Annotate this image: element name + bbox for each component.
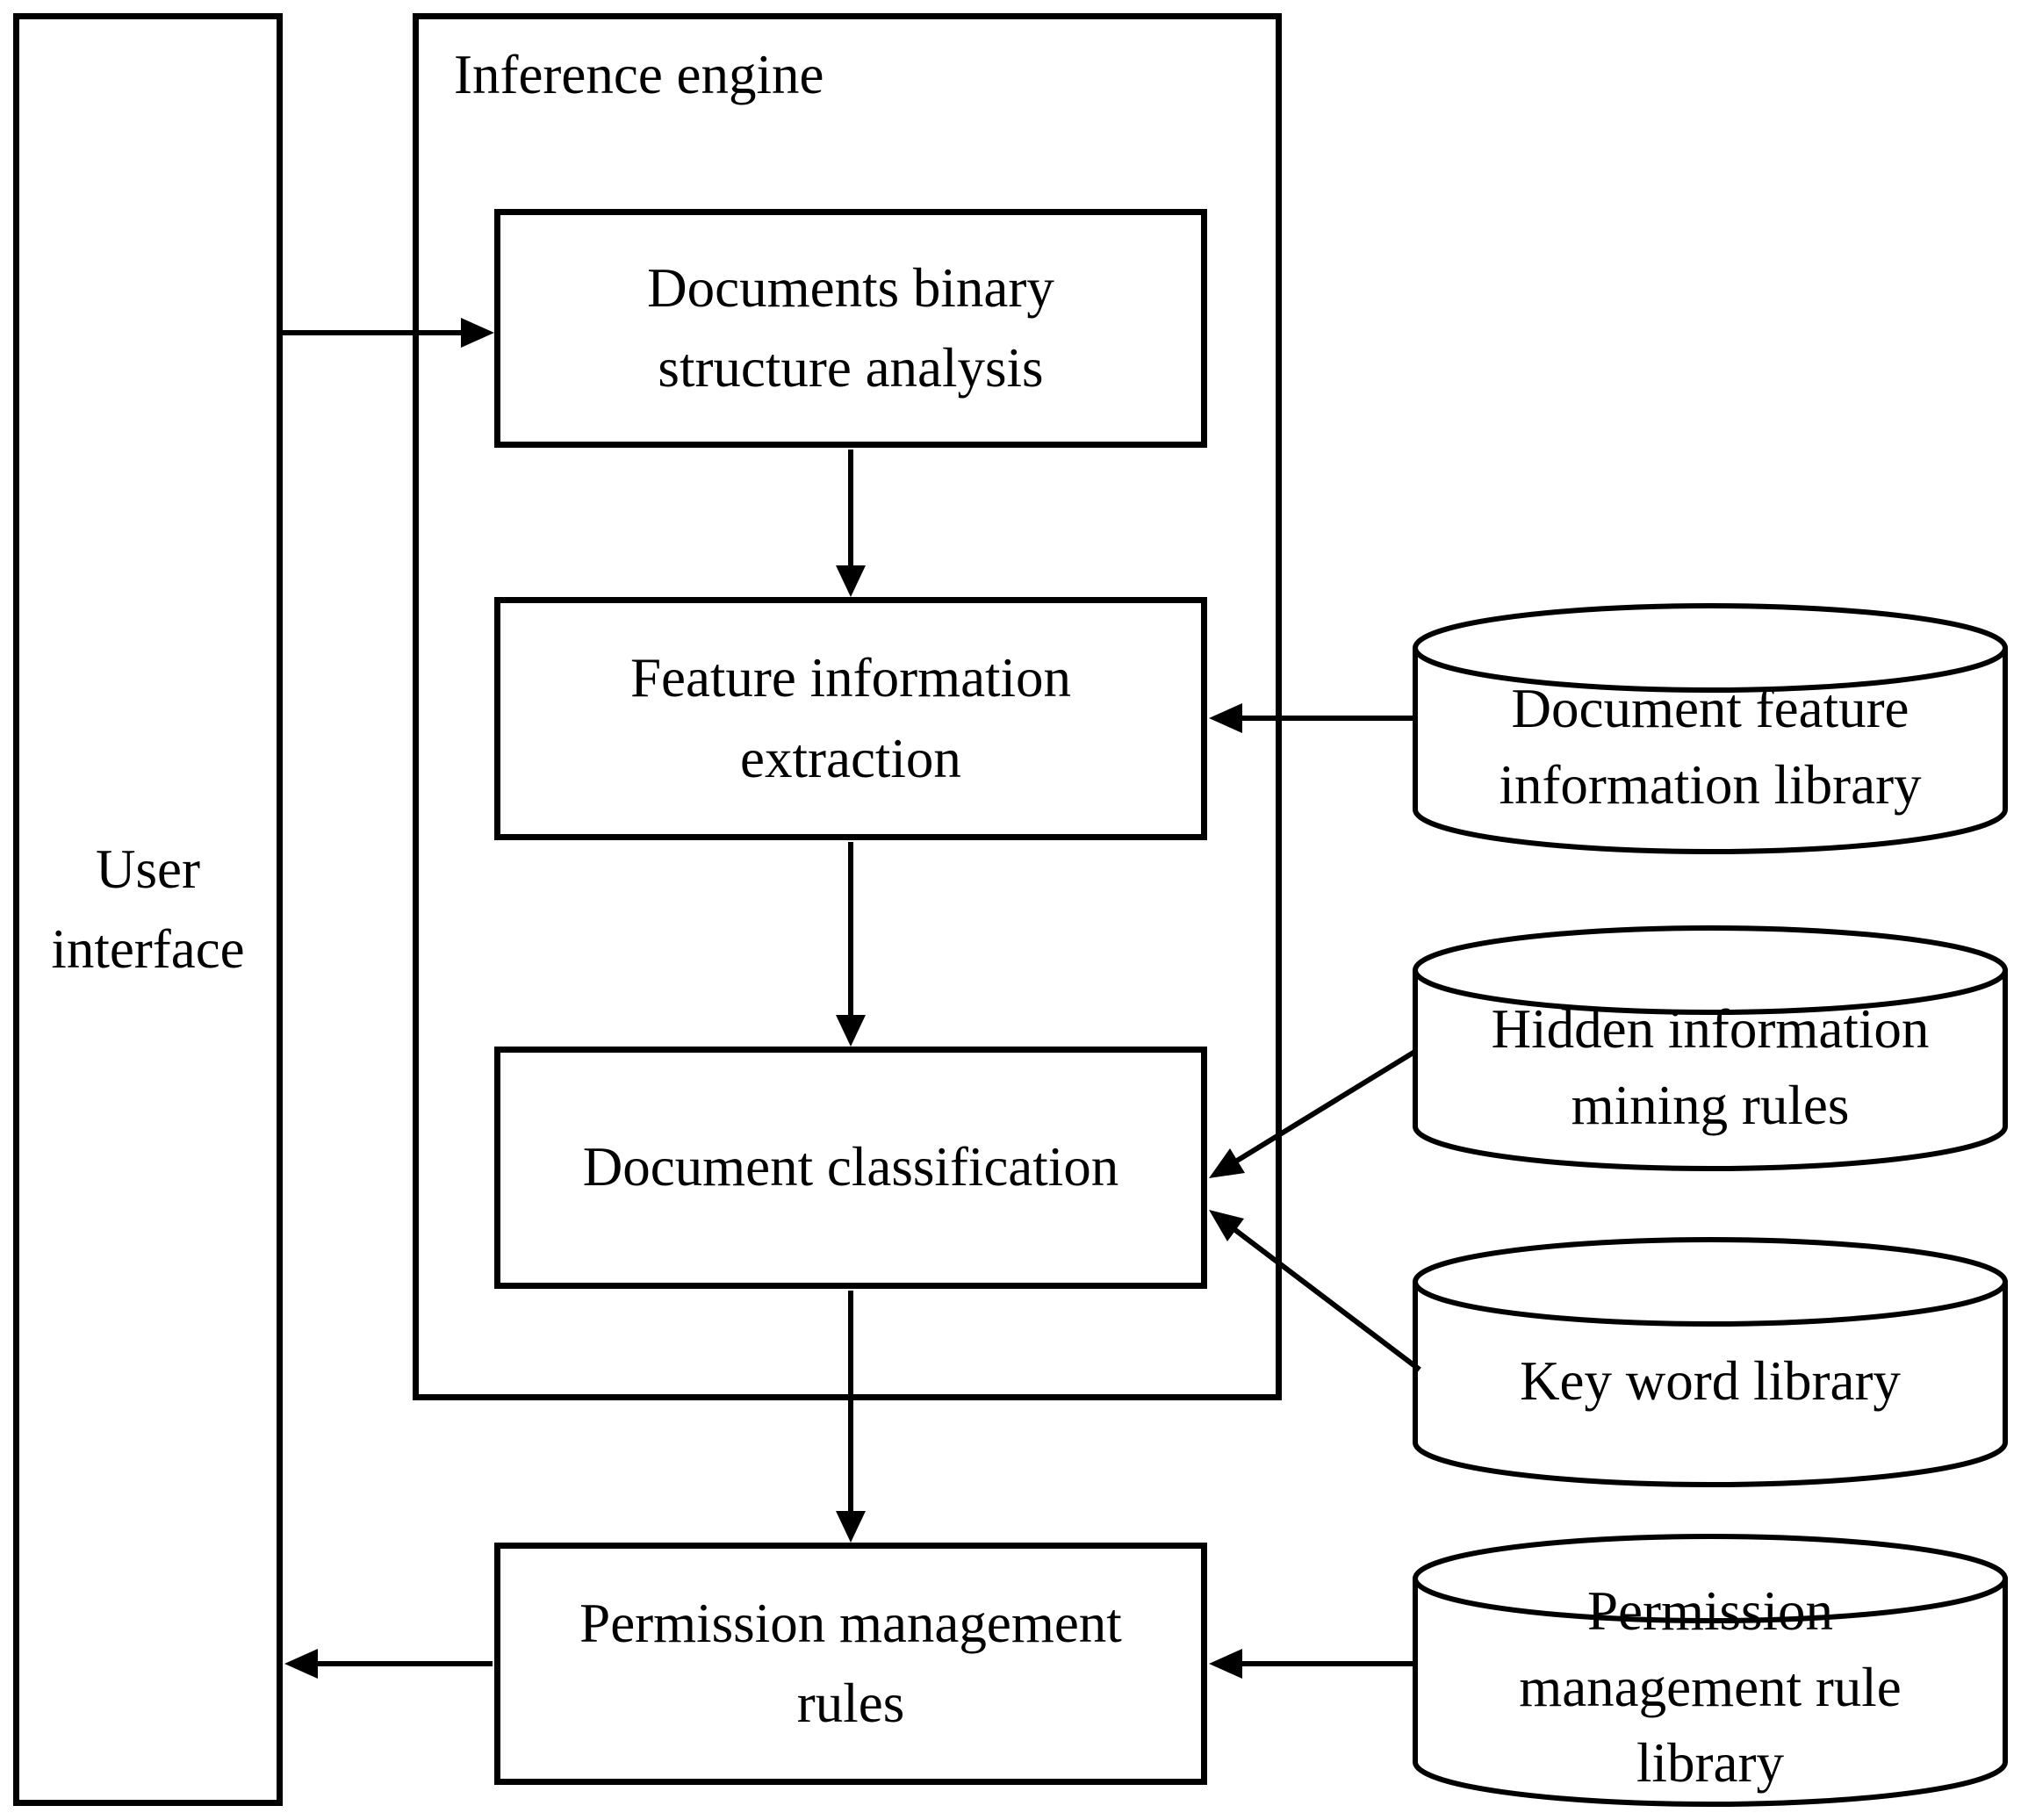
process-label: Document classification [582,1136,1119,1198]
cylinder-body-icon [1413,648,2008,854]
arrowhead-right-icon [461,318,494,348]
arrowhead-down-icon [836,1015,866,1047]
arrowhead-left-icon [284,1649,318,1679]
database-cylinder-document-feature-information-library [1413,603,2008,854]
datastore-label-hidden-information-mining-rules: Hidden information mining rules [1415,972,2005,1163]
database-cylinder-key-word-library [1413,1237,2008,1487]
datastore-label-key-word-library: Key word library [1415,1284,2005,1479]
cylinder-body-icon [1413,970,2008,1171]
arrowhead-left-icon [1209,703,1242,733]
arrow-user-interface-to-documents-binary [279,318,494,348]
cylinder-top-icon [1413,1237,2008,1327]
arrow-rule-library-to-permission-rules [1209,1649,1415,1679]
inference-engine-box [413,13,1282,1400]
user-interface-label: User interface [51,838,245,980]
process-box-feature-information-extraction: Feature information extraction [494,597,1207,840]
process-box-permission-management-rules: Permission management rules [494,1543,1207,1785]
arrowhead-left-icon [1209,1210,1244,1241]
cylinder-body-icon [1413,1282,2008,1487]
process-label: Documents binary structure analysis [647,256,1054,399]
cylinder-body-icon [1413,1579,2008,1807]
datastore-label-text: Key word library [1520,1350,1901,1413]
datastore-label-document-feature-information-library: Document feature information library [1415,650,2005,845]
arrowhead-down-icon [836,565,866,597]
user-interface-box: User interface [13,13,283,1806]
database-cylinder-hidden-information-mining-rules [1413,925,2008,1171]
datastore-label-text: Document feature information library [1499,678,1922,816]
process-label: Permission management rules [579,1592,1122,1734]
inference-engine-label: Inference engine [454,44,824,105]
arrowhead-left-icon [1209,1649,1242,1679]
arrow-permission-rules-to-user-interface [284,1649,493,1679]
database-cylinder-permission-management-rule-library [1413,1534,2008,1807]
arrow-documents-binary-to-feature-extraction [836,450,866,597]
arrow-mining-rules-to-document-classification [1209,1048,1418,1178]
arrowhead-down-icon [836,1511,866,1543]
arrowhead-left-icon [1209,1148,1245,1178]
arrow-keyword-library-to-document-classification [1209,1210,1421,1372]
process-box-documents-binary-structure-analysis: Documents binary structure analysis [494,209,1207,448]
process-box-document-classification: Document classification [494,1047,1207,1289]
datastore-label-permission-management-rule-library: Permission management rule library [1415,1577,2005,1798]
datastore-label-text: Hidden information mining rules [1491,998,1930,1136]
datastore-label-text: Permission management rule library [1519,1579,1902,1795]
arrow-feature-library-to-feature-extraction [1209,703,1415,733]
arrow-document-classification-to-permission-rules [836,1291,866,1543]
cylinder-top-icon [1413,925,2008,1015]
cylinder-top-icon [1413,603,2008,693]
cylinder-top-icon [1413,1534,2008,1623]
arrow-feature-extraction-to-document-classification [836,842,866,1047]
process-label: Feature information extraction [629,647,1072,789]
